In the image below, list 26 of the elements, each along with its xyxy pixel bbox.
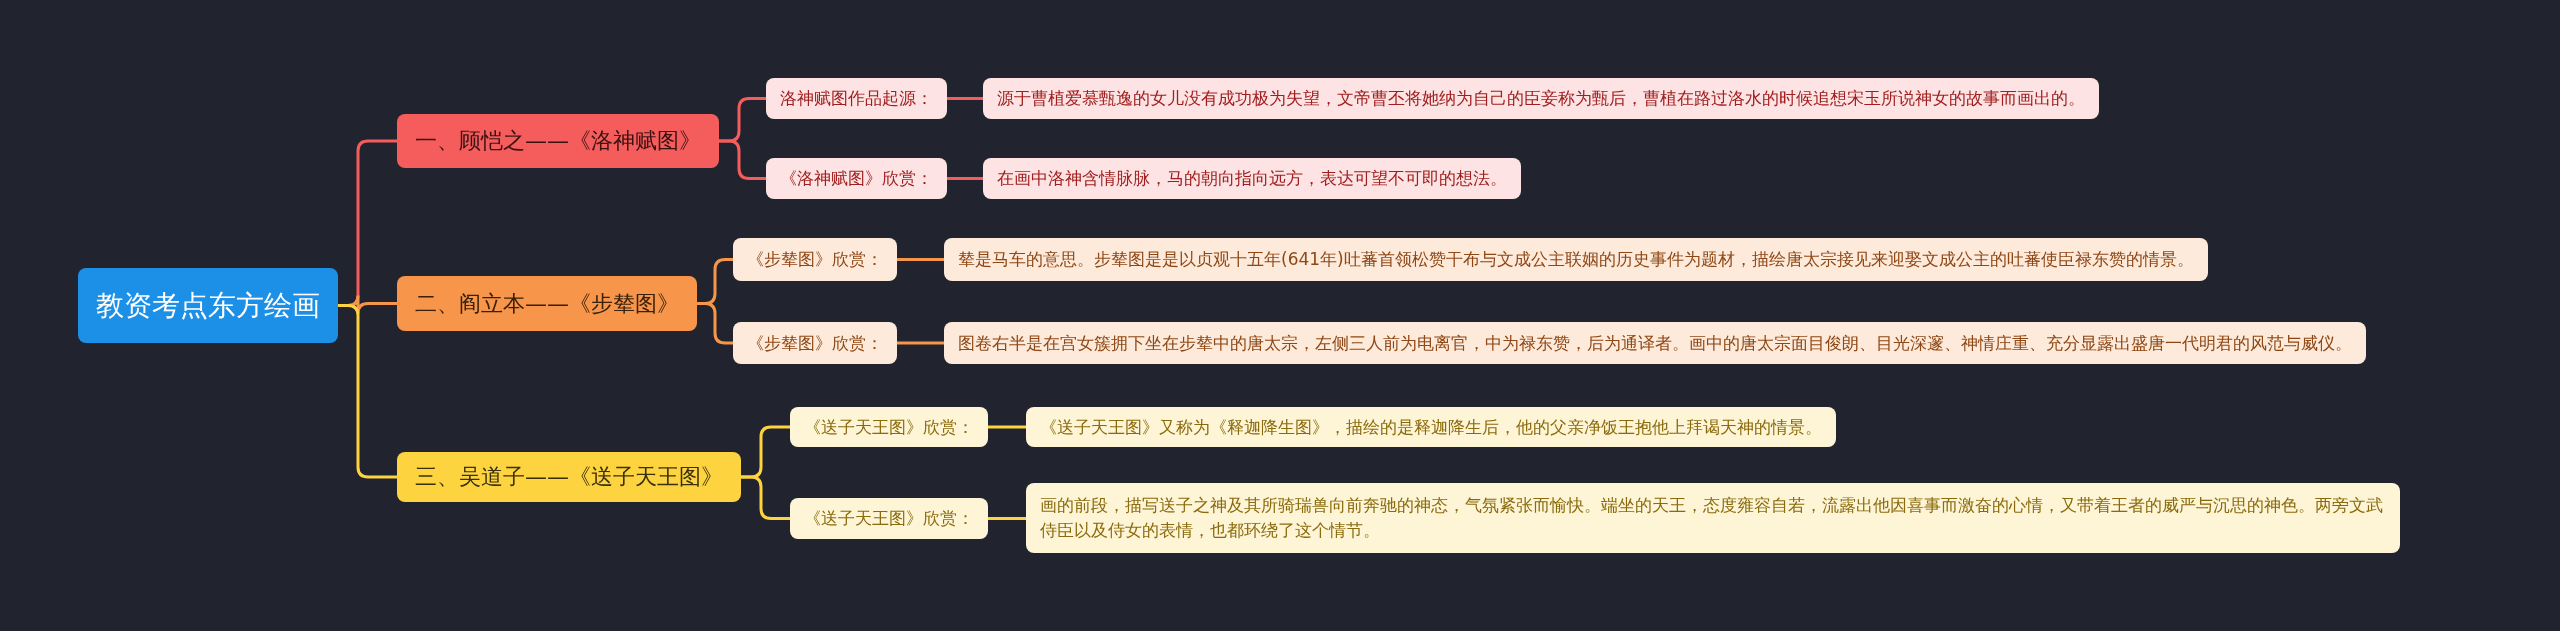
subtopic-label: 《送子天王图》欣赏： [790, 407, 988, 447]
connector-line [897, 258, 944, 261]
detail-note: 图卷右半是在宫女簇拥下坐在步辇中的唐太宗，左侧三人前为电离官，中为禄东赞，后为通译者。画中的唐太宗面目俊朗、目光深邃、神情庄重、充分显露出盛唐一代明君的风范与威仪。 [944, 322, 2366, 364]
connector-line [947, 97, 983, 100]
subtopic-label: 《步辇图》欣赏： [733, 238, 897, 281]
detail-note: 在画中洛神含情脉脉，马的朝向指向远方，表达可望不可即的想法。 [983, 158, 1521, 199]
subtopic-label: 洛神赋图作品起源： [766, 78, 947, 119]
connector-line [988, 517, 1026, 520]
connector-line [719, 139, 766, 180]
detail-note: 画的前段，描写送子之神及其所骑瑞兽向前奔驰的神态，气氛紧张而愉快。端坐的天王，态度雍容自若，流露出他因喜事而激奋的心情，又带着王者的威严与沉思的神色。两旁文武侍臣以及侍女的表情，也都环绕了这个情节。 [1026, 483, 2400, 553]
subtopic-label: 《洛神赋图》欣赏： [766, 158, 947, 199]
subtopic-label: 《送子天王图》欣赏： [790, 498, 988, 539]
connector-line [741, 475, 790, 520]
branch-topic: 一、顾恺之——《洛神赋图》 [397, 114, 719, 168]
detail-note: 辇是马车的意思。步辇图是是以贞观十五年(641年)吐蕃首领松赞干布与文成公主联姻的历史事件为题材，描绘唐太宗接见来迎娶文成公主的吐蕃使臣禄东赞的情景。 [944, 238, 2208, 281]
connector-line [947, 177, 983, 180]
branch-topic: 二、阎立本——《步辇图》 [397, 276, 697, 331]
detail-note: 源于曹植爱慕甄逸的女儿没有成功极为失望，文帝曹丕将她纳为自己的臣妾称为甄后，曹植在路过洛水的时候追想宋玉所说神女的故事而画出的。 [983, 78, 2099, 119]
subtopic-label: 《步辇图》欣赏： [733, 322, 897, 364]
detail-note: 《送子天王图》又称为《释迦降生图》，描绘的是释迦降生后，他的父亲净饭王抱他上拜谒天神的情景。 [1026, 407, 1836, 447]
connector-line [897, 341, 944, 345]
connector-line [338, 304, 397, 479]
connector-line [697, 302, 733, 345]
connector-line [988, 425, 1026, 429]
branch-topic: 三、吴道子——《送子天王图》 [397, 452, 741, 502]
root-topic: 教资考点东方绘画 [78, 268, 338, 343]
